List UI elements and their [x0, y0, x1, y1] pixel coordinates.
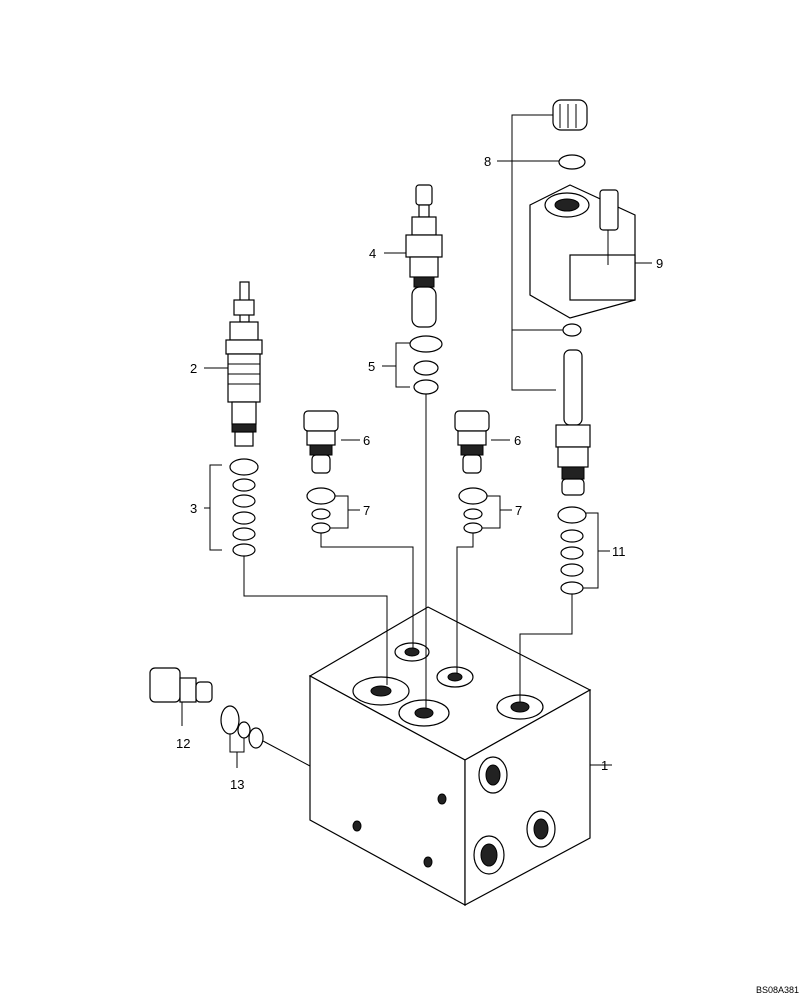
callout-6-left: 6 — [363, 433, 370, 448]
seal-kit-11 — [557, 506, 587, 595]
callout-13: 13 — [230, 777, 244, 792]
callout-7-left: 7 — [363, 503, 370, 518]
seal-kit-5 — [409, 335, 443, 395]
callout-9: 9 — [656, 256, 663, 271]
seal-kit-3 — [229, 458, 259, 557]
callout-12: 12 — [176, 736, 190, 751]
solenoid-cartridge — [555, 349, 591, 496]
cartridge-valve-4 — [405, 184, 443, 328]
plug-6-left — [303, 410, 339, 474]
callout-11: 11 — [612, 544, 626, 559]
callout-5: 5 — [368, 359, 375, 374]
seal-kit-13 — [220, 705, 264, 749]
coil-nut — [552, 99, 588, 131]
callout-2: 2 — [190, 361, 197, 376]
seal-kit-8 — [558, 154, 586, 337]
valve-block — [308, 606, 592, 907]
plug-12 — [149, 667, 213, 703]
cartridge-valve-2 — [225, 281, 263, 447]
drawing-reference: BS08A381 — [756, 985, 799, 995]
seal-kit-7-left — [306, 487, 336, 534]
callout-1: 1 — [601, 758, 608, 773]
callout-8: 8 — [484, 154, 491, 169]
callout-6-right: 6 — [514, 433, 521, 448]
plug-6-right — [454, 410, 490, 474]
solenoid-coil-9 — [529, 184, 636, 319]
callout-7-right: 7 — [515, 503, 522, 518]
callout-4: 4 — [369, 246, 376, 261]
seal-kit-7-right — [458, 487, 488, 534]
leader-lines — [181, 114, 652, 768]
callout-3: 3 — [190, 501, 197, 516]
